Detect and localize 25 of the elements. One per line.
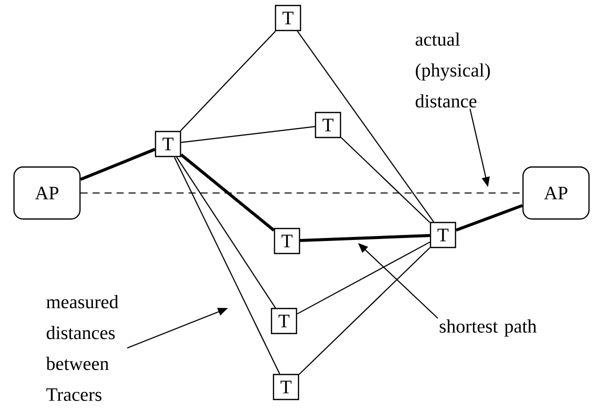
connecting-line [296, 30, 434, 222]
connecting-line [174, 156, 280, 374]
connecting-line [180, 30, 276, 132]
tracer-box: T [272, 374, 300, 400]
annotation-text: measured distances between Tracers [46, 295, 118, 401]
connecting-line [80, 148, 156, 181]
annotation-text: shortest path [440, 319, 537, 337]
tracer-box: T [274, 228, 300, 254]
tracer-box: T [430, 222, 456, 248]
tracer-box: T [314, 112, 342, 138]
access-point-box: AP [13, 166, 81, 220]
tracer-box: T [154, 130, 182, 158]
tracer-box: T [274, 4, 302, 32]
access-point-box: AP [522, 166, 590, 220]
connecting-line [300, 234, 430, 242]
dashed-line [80, 192, 522, 194]
connecting-line [181, 126, 315, 143]
connecting-line [456, 204, 523, 232]
connecting-line [298, 247, 430, 375]
tracer-box: T [270, 308, 298, 334]
annotation-text: actual (physical) distance [416, 32, 490, 108]
connecting-line [296, 242, 430, 314]
connecting-line [340, 137, 430, 223]
connecting-line [180, 154, 275, 232]
connecting-line [176, 156, 276, 308]
